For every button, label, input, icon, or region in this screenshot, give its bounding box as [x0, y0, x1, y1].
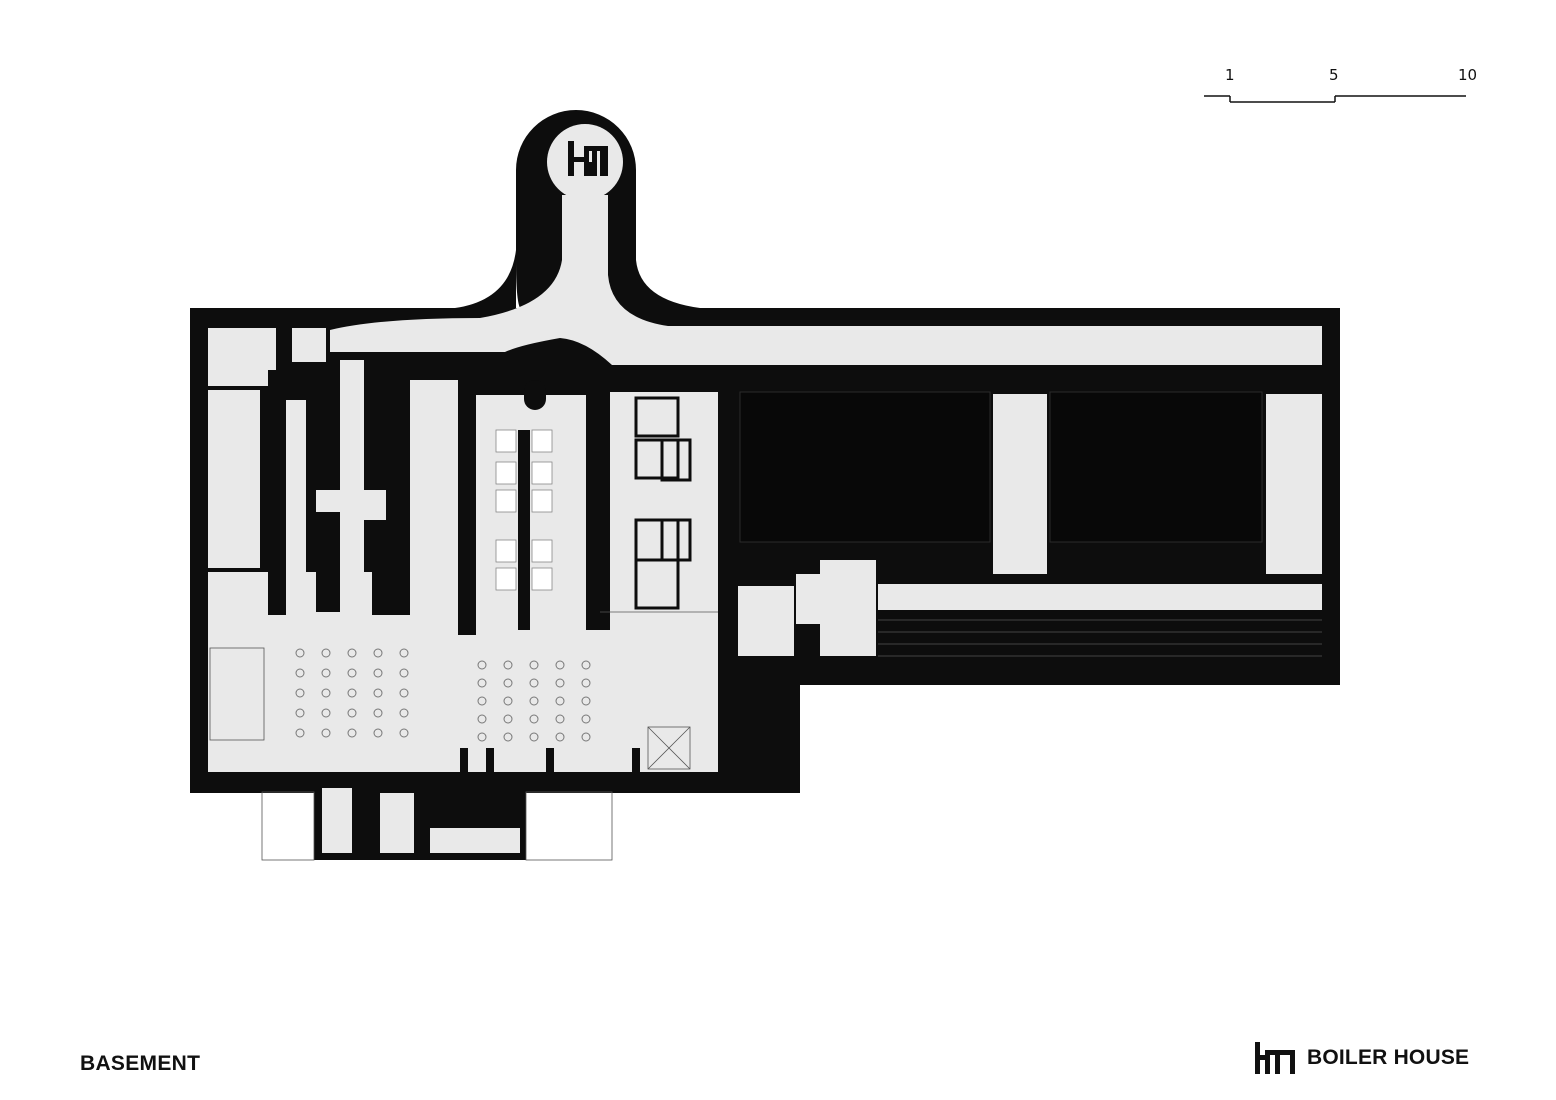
- scale-label-5: 5: [1329, 66, 1339, 84]
- sheet-title: BASEMENT: [80, 1052, 201, 1075]
- tables: [495, 429, 553, 591]
- scale-label-1: 1: [1225, 66, 1235, 84]
- scale-bar: [1204, 95, 1466, 103]
- toilet-cubicles: [634, 396, 692, 610]
- brand-name: BOILER HOUSE: [1307, 1046, 1470, 1069]
- boiler-house-logo-icon: [1255, 1042, 1295, 1074]
- scale-label-10: 10: [1458, 66, 1478, 84]
- brand-block: BOILER HOUSE: [1253, 1040, 1469, 1076]
- plan-linework: [209, 611, 1322, 861]
- tower-logo-mark: [568, 141, 608, 176]
- hall-seating: [295, 648, 591, 742]
- interior-walls: [268, 365, 1263, 774]
